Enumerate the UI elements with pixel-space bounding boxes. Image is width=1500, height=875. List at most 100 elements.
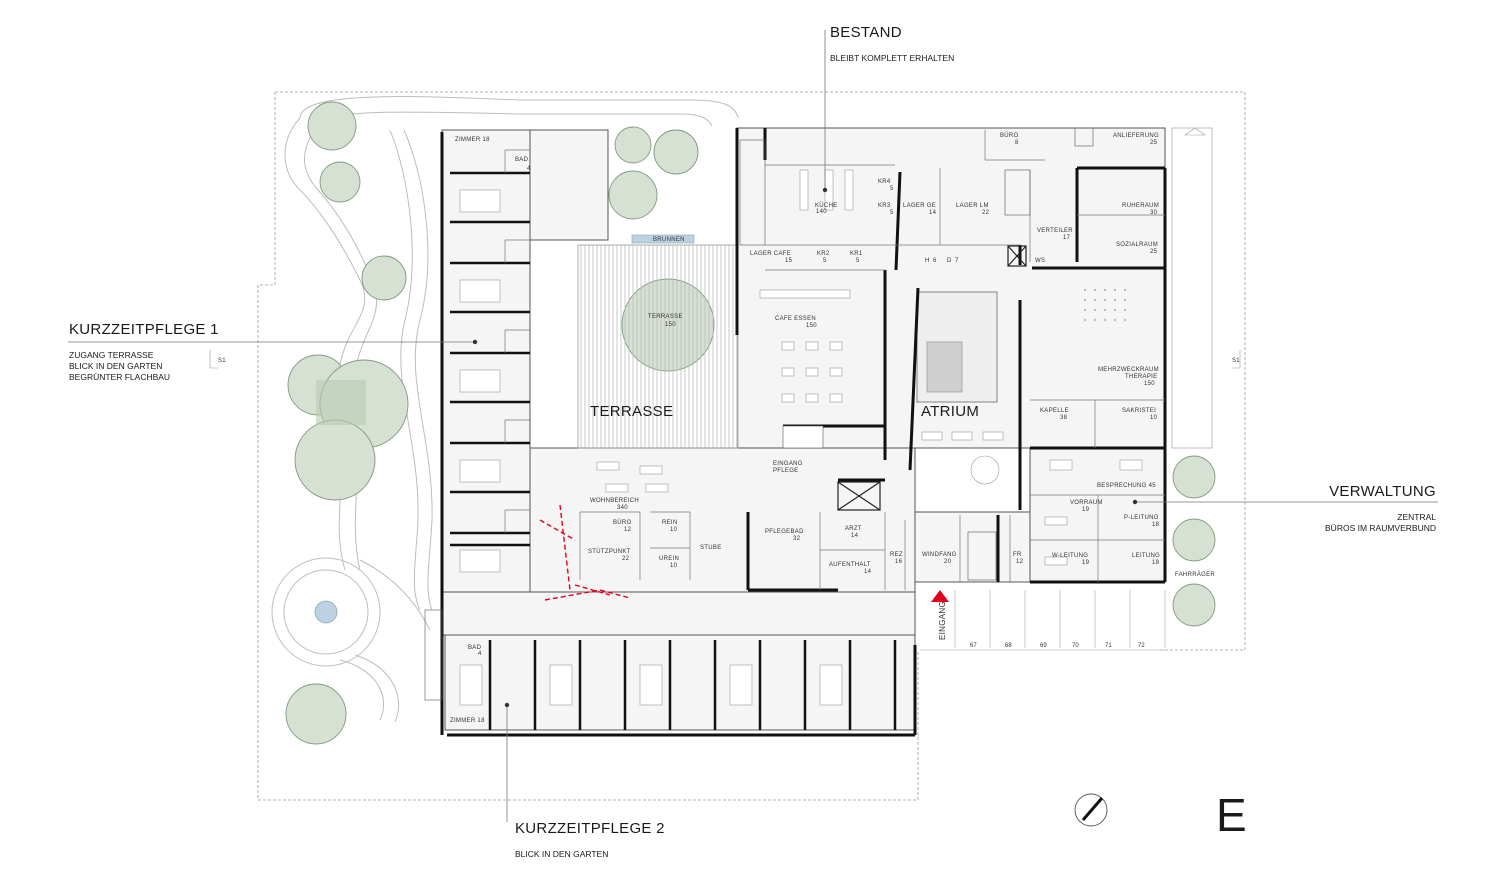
red-dashed-lines: [539, 504, 631, 601]
callout-kurzzeitpflege-1: KURZZEITPFLEGE 1 ZUGANG TERRASSE BLICK I…: [69, 321, 219, 383]
label-mehrzweck-b: THERAPIE: [1125, 374, 1157, 380]
sheet-letter: E: [1216, 789, 1247, 841]
label-stuetzpunkt-n: 22: [622, 556, 630, 562]
label-aufenthalt-n: 14: [864, 569, 872, 575]
label-vorraum: VORRAUM: [1070, 500, 1103, 506]
label-anlieferung: ANLIEFERUNG: [1113, 133, 1159, 139]
access-ramp: [1171, 127, 1213, 449]
label-kueche-n: 140: [816, 209, 827, 215]
label-lager-cafe-n: 15: [785, 258, 793, 264]
label-p-leitung: P-LEITUNG: [1124, 515, 1159, 521]
zone-terrasse: TERRASSE: [590, 403, 674, 420]
label-terrasse-small: TERRASSE: [648, 314, 683, 320]
callout-kurzzeit1-sub-3: BEGRÜNTER FLACHBAU: [69, 372, 171, 382]
chapel-seating: [1083, 288, 1127, 322]
site-boundary: [257, 91, 1246, 801]
label-bad-bottom: BAD: [468, 645, 482, 651]
callout-kurzzeit1-sub-1: ZUGANG TERRASSE: [69, 350, 154, 360]
parking-number: 71: [1105, 643, 1112, 649]
section-marker: [209, 350, 1241, 369]
label-wc-d: D: [947, 258, 952, 264]
fountain-pond: [314, 600, 338, 624]
label-lager-lm: LAGER LM: [956, 203, 989, 209]
callout-verwaltung-sub-1: ZENTRAL: [1397, 512, 1436, 522]
label-sozialraum: SOZIALRAUM: [1116, 242, 1158, 248]
label-buero-top-n: 8: [1015, 140, 1019, 146]
parking-number: 70: [1072, 643, 1079, 649]
label-buero-mid-n: 12: [624, 527, 632, 533]
label-arzt: ARZT: [845, 526, 862, 532]
label-bad-top-n: 4: [527, 166, 531, 172]
label-pflegebad: PFLEGEBAD: [765, 529, 804, 535]
brunnen-basin: [631, 234, 695, 244]
callout-kurzzeitpflege-2: KURZZEITPFLEGE 2 BLICK IN DEN GARTEN: [515, 820, 665, 860]
label-kapelle: KAPELLE: [1040, 408, 1069, 414]
room-partitions: [450, 171, 897, 730]
label-wohnbereich: WOHNBEREICH: [590, 498, 639, 504]
label-buero-top: BÜRO: [1000, 132, 1019, 139]
label-cafe: CAFE ESSEN: [775, 316, 816, 322]
parking-numbers: 67 68 69 70 71 72: [970, 643, 1145, 649]
label-vorraum-n: 19: [1082, 507, 1090, 513]
label-mehrzweck-n: 150: [1144, 381, 1155, 387]
label-sakristei-n: 10: [1150, 415, 1158, 421]
callout-verwaltung-sub-2: BÜROS IM RAUMVERBUND: [1325, 523, 1436, 533]
label-kr4-n: 5: [890, 186, 894, 192]
label-kr3-n: 5: [890, 210, 894, 216]
label-lager-cafe: LAGER CAFE: [750, 251, 791, 257]
entrance-arrow-icon: [931, 590, 949, 602]
label-arzt-n: 14: [851, 533, 859, 539]
label-rez-n: 16: [895, 559, 903, 565]
label-eingang: EINGANG: [938, 601, 947, 640]
label-kr1: KR1: [850, 251, 863, 257]
label-stube: STUBE: [700, 545, 722, 551]
label-rez: REZ: [890, 552, 903, 558]
label-leitung-n: 18: [1152, 560, 1160, 566]
label-urein-n: 10: [670, 563, 678, 569]
ramp-arrow-icon: [1184, 127, 1206, 136]
leader-lines: [68, 30, 1438, 822]
parking-number: 72: [1138, 643, 1145, 649]
label-kr2-n: 5: [823, 258, 827, 264]
parking-number: 68: [1005, 643, 1012, 649]
label-zimmer-top: ZIMMER 18: [455, 137, 490, 143]
label-rein-n: 10: [670, 527, 678, 533]
cafe-tables: [781, 341, 843, 403]
terrace-deck: [577, 244, 739, 449]
label-lager-lm-n: 22: [982, 210, 990, 216]
label-anlieferung-n: 25: [1150, 140, 1158, 146]
label-verteiler: VERTEILER: [1037, 228, 1073, 234]
label-lager-ge: LAGER GE: [903, 203, 936, 209]
callout-kurzzeit1-sub-2: BLICK IN DEN GARTEN: [69, 361, 163, 371]
lift: [837, 245, 1027, 511]
label-windfang: WINDFANG: [922, 552, 957, 558]
label-ws: WS: [1035, 258, 1045, 264]
label-kr4: KR4: [878, 179, 891, 185]
label-fr-n: 12: [1016, 559, 1024, 565]
label-zimmer-bottom: ZIMMER 18: [450, 718, 485, 724]
stairs: [424, 127, 1094, 701]
label-fahrraeger: FAHRRÄGER: [1175, 571, 1215, 578]
zone-atrium: ATRIUM: [921, 403, 980, 420]
label-pflegebad-n: 32: [793, 536, 801, 542]
label-bad-top: BAD: [515, 157, 529, 163]
label-wc-d-n: 7: [955, 258, 959, 264]
callout-bestand-sub: BLEIBT KOMPLETT ERHALTEN: [830, 53, 955, 63]
label-kueche: KÜCHE: [815, 202, 838, 209]
label-kr1-n: 5: [856, 258, 860, 264]
label-besprechung: BESPRECHUNG 45: [1097, 483, 1156, 489]
label-buero-mid: BÜRO: [613, 519, 632, 526]
callout-kurzzeit1-title: KURZZEITPFLEGE 1: [69, 321, 219, 338]
furniture: [459, 169, 1143, 706]
parking-number: 69: [1040, 643, 1047, 649]
label-w-leitung-n: 19: [1082, 560, 1090, 566]
label-eingang-pflege: EINGANG: [773, 461, 803, 467]
label-s1-right: S1: [1232, 358, 1240, 364]
label-kapelle-n: 38: [1060, 415, 1068, 421]
callout-bestand-title: BESTAND: [830, 24, 902, 41]
label-wohnbereich-n: 340: [617, 505, 628, 511]
label-ruheraum: RUHERAUM: [1122, 203, 1159, 209]
parking-number: 67: [970, 643, 977, 649]
parking-lines: [920, 590, 1166, 651]
label-leitung: LEITUNG: [1132, 553, 1160, 559]
